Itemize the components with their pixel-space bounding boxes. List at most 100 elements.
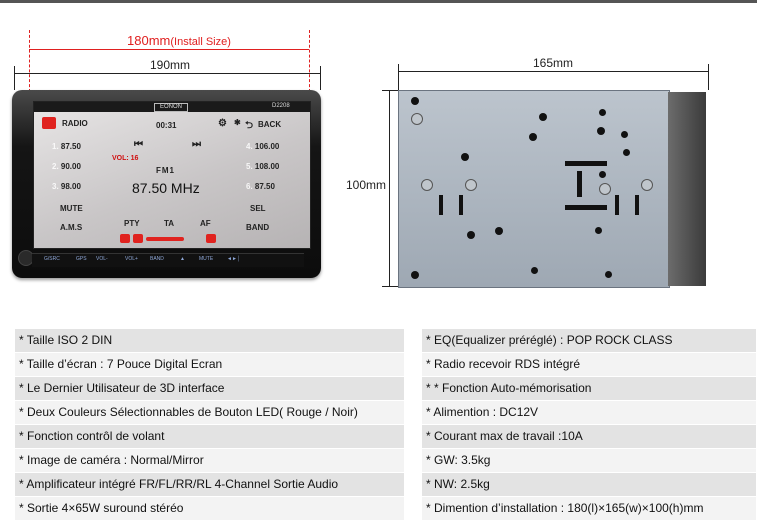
spec-left-7: * Amplificateur intégré FR/FL/RR/RL 4-Ch…	[15, 473, 404, 496]
front-width-line	[14, 73, 320, 74]
chassis-hole	[599, 109, 606, 116]
install-size-left-guide	[29, 30, 30, 92]
preset-5[interactable]: 5. 108.00	[246, 162, 279, 171]
chassis-slot	[635, 195, 639, 215]
preset-2[interactable]: 2. 90.00	[52, 162, 81, 171]
preset-3-freq: 98.00	[60, 182, 81, 191]
table-row: * Deux Couleurs Sélectionnables de Bouto…	[15, 401, 756, 425]
model-number: D2208	[272, 103, 290, 109]
volume-up-icon[interactable]	[206, 234, 216, 243]
chassis-slot	[615, 195, 619, 215]
preset-4-freq: 106.00	[254, 142, 280, 151]
chassis-hole	[531, 267, 538, 274]
front-btn-gps[interactable]: GPS	[76, 256, 87, 262]
front-btn-track[interactable]: ◄►│	[227, 256, 241, 262]
spec-right-7: * NW: 2.5kg	[422, 473, 756, 496]
front-btn-src[interactable]: G/SRC	[44, 256, 60, 262]
sel-button[interactable]: SEL	[250, 204, 266, 213]
install-size-right-guide	[309, 30, 310, 92]
front-button-strip: G/SRC GPS VOL- VOL+ BAND ▲ MUTE ◄►│	[32, 253, 304, 267]
radio-source-icon[interactable]	[42, 117, 56, 129]
front-btn-eject[interactable]: ▲	[180, 256, 185, 262]
front-btn-band[interactable]: BAND	[150, 256, 164, 262]
install-size-value: 180mm	[127, 33, 171, 48]
chassis-screw	[421, 179, 433, 191]
spec-right-2: * Radio recevoir RDS intégré	[422, 353, 756, 376]
spec-left-8: * Sortie 4×65W suround stéréo	[15, 497, 404, 520]
back-icon[interactable]: ⮌	[245, 120, 254, 131]
table-row: * Image de caméra : Normal/Mirror * GW: …	[15, 449, 756, 473]
spec-right-3: * * Fonction Auto-mémorisation	[422, 377, 756, 400]
install-size-line	[29, 49, 309, 50]
screen-top-bar: EONON D2208	[34, 102, 310, 112]
spec-right-6: * GW: 3.5kg	[422, 449, 756, 472]
preset-2-num: 2.	[52, 162, 59, 171]
mute-button[interactable]: MUTE	[60, 204, 83, 213]
chassis-hole	[597, 127, 605, 135]
pty-button[interactable]: PTY	[124, 219, 140, 228]
band-readout: FM1	[156, 166, 175, 175]
chassis-hole	[461, 153, 469, 161]
chassis-screw	[411, 113, 423, 125]
speaker-icon[interactable]	[120, 234, 130, 243]
settings-icon[interactable]: ⚙	[218, 118, 227, 129]
preset-6-num: 6.	[246, 182, 253, 191]
install-size-label: 180mm(Install Size)	[127, 33, 231, 48]
chassis-hole	[621, 131, 628, 138]
top-border	[0, 0, 757, 3]
volume-bar[interactable]	[146, 237, 184, 241]
ta-button[interactable]: TA	[164, 219, 175, 228]
volume-readout: VOL: 16	[112, 155, 139, 162]
band-button[interactable]: BAND	[246, 223, 270, 232]
head-unit-front: EONON D2208 RADIO 00:31 ⚙ ✱ ⮌ BACK ⏮ ⏭ 1…	[12, 90, 321, 278]
spec-right-5: * Courant max de travail :10A	[422, 425, 756, 448]
chassis-screw	[641, 179, 653, 191]
prev-track-icon[interactable]: ⏮	[134, 139, 143, 150]
preset-1-num: 1.	[52, 142, 59, 151]
af-button[interactable]: AF	[200, 219, 211, 228]
front-btn-vol-up[interactable]: VOL+	[125, 256, 138, 262]
spec-table: * Taille ISO 2 DIN * EQ(Equalizer prérég…	[15, 329, 756, 521]
chassis-hole	[539, 113, 547, 121]
clock: 00:31	[156, 121, 177, 130]
front-width-label: 190mm	[150, 58, 191, 72]
height-top-tick	[382, 90, 398, 91]
front-btn-vol-down[interactable]: VOL-	[96, 256, 108, 262]
front-btn-mute[interactable]: MUTE	[199, 256, 214, 262]
height-bottom-tick	[382, 286, 398, 287]
preset-6-freq: 87.50	[254, 182, 275, 191]
height-label: 100mm	[346, 178, 387, 192]
table-row: * Taille d’écran : 7 Pouce Digital Ecran…	[15, 353, 756, 377]
preset-5-freq: 108.00	[254, 162, 280, 171]
chassis-hole	[595, 227, 602, 234]
back-label[interactable]: BACK	[258, 120, 282, 129]
depth-label: 165mm	[533, 56, 574, 70]
ams-button[interactable]: A.M.S	[60, 223, 83, 232]
chassis-slot	[459, 195, 463, 215]
front-width-left-tick	[14, 66, 15, 90]
preset-3[interactable]: 3. 98.00	[52, 182, 81, 191]
frequency-readout: 87.50 MHz	[132, 180, 200, 196]
chassis-screw	[465, 179, 477, 191]
chassis-slot	[565, 161, 607, 166]
spec-left-4: * Deux Couleurs Sélectionnables de Bouto…	[15, 401, 404, 424]
table-row: * Amplificateur intégré FR/FL/RR/RL 4-Ch…	[15, 473, 756, 497]
preset-4[interactable]: 4. 106.00	[246, 142, 279, 151]
spec-right-8: * Dimention d’installation : 180(l)×165(…	[422, 497, 756, 520]
touch-screen[interactable]: EONON D2208 RADIO 00:31 ⚙ ✱ ⮌ BACK ⏮ ⏭ 1…	[33, 101, 311, 249]
preset-2-freq: 90.00	[60, 162, 81, 171]
spec-left-5: * Fonction contrôl de volant	[15, 425, 404, 448]
install-size-suffix: (Install Size)	[170, 36, 231, 48]
next-track-icon[interactable]: ⏭	[192, 139, 201, 150]
chassis-hole	[605, 271, 612, 278]
source-label: RADIO	[62, 119, 88, 128]
table-row: * Taille ISO 2 DIN * EQ(Equalizer prérég…	[15, 329, 756, 353]
volume-down-icon[interactable]	[133, 234, 143, 243]
bluetooth-icon: ✱	[234, 118, 241, 127]
chassis-front-bezel	[668, 92, 706, 286]
chassis-hole	[623, 149, 630, 156]
spec-left-3: * Le Dernier Utilisateur de 3D interface	[15, 377, 404, 400]
preset-1[interactable]: 1. 87.50	[52, 142, 81, 151]
preset-6[interactable]: 6. 87.50	[246, 182, 275, 191]
spec-left-6: * Image de caméra : Normal/Mirror	[15, 449, 404, 472]
